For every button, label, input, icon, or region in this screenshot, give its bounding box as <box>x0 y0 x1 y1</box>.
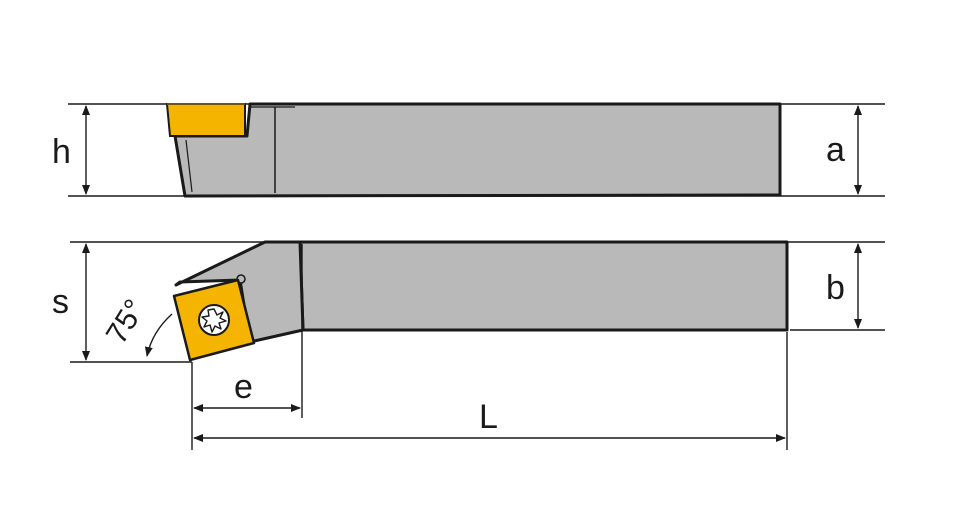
shank-top <box>298 240 789 332</box>
head-edge-line <box>185 139 193 193</box>
dim-label-h: h <box>52 133 71 171</box>
angle-label: 75° <box>100 294 152 350</box>
shank-side <box>173 102 782 198</box>
dim-label-L: L <box>479 398 498 436</box>
top-view: s b 75° e L <box>52 240 885 450</box>
dim-label-e: e <box>234 368 253 406</box>
insert-side <box>165 103 246 137</box>
side-view: h a <box>52 102 885 198</box>
torx-screw-icon <box>198 304 230 336</box>
dim-label-b: b <box>826 269 845 307</box>
dim-label-s: s <box>52 283 69 321</box>
dim-label-a: a <box>826 131 845 169</box>
angle-arc <box>144 313 173 357</box>
